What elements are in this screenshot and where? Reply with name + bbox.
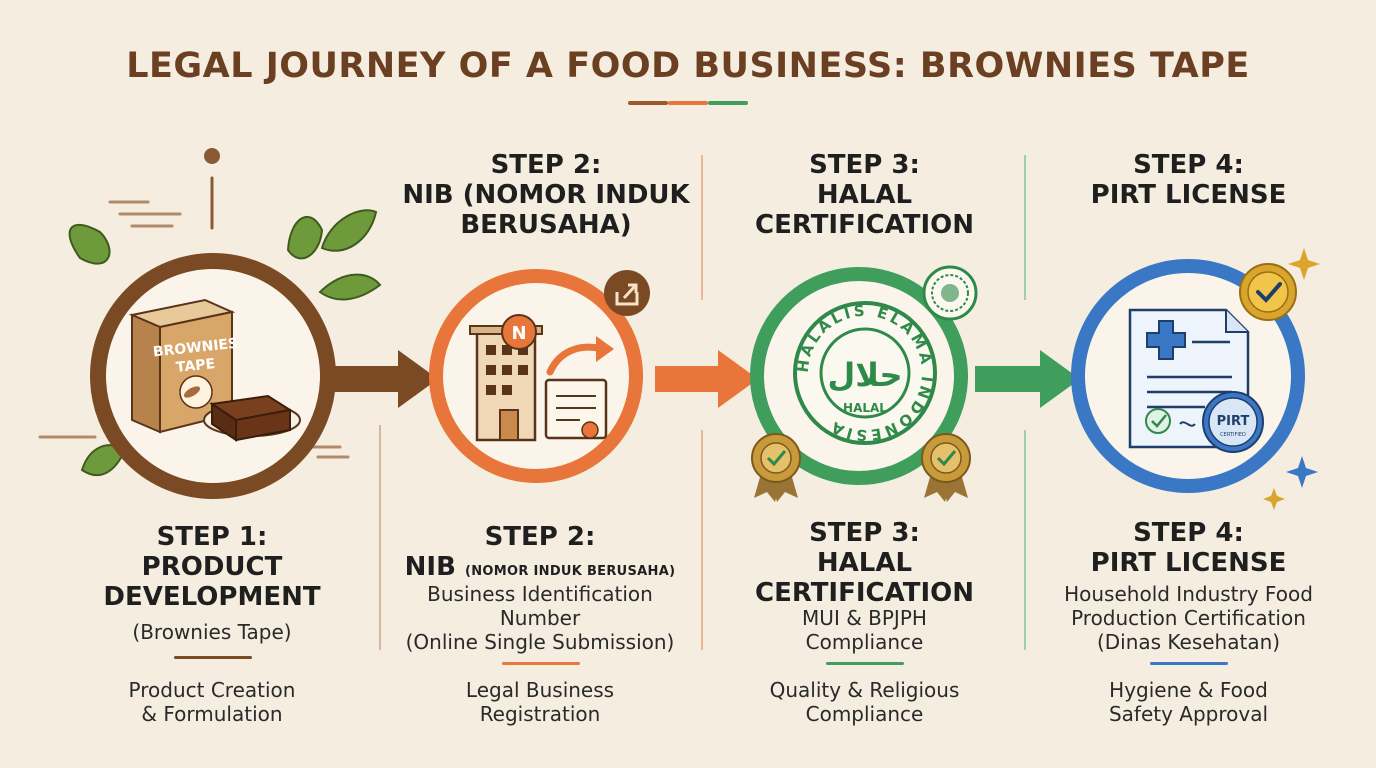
step4-heading: STEP 4: PIRT LICENSE: [1090, 518, 1287, 578]
step1-heading: STEP 1: PRODUCT DEVELOPMENT: [103, 522, 321, 612]
mui-stamp-icon: [922, 265, 978, 321]
seal-word-text: HALAL: [843, 401, 887, 415]
title-accent-orange: [668, 101, 708, 105]
step2-underline: [502, 662, 580, 665]
step4-sub: Household Industry Food Production Certi…: [1064, 582, 1313, 654]
nib-letter-text: N: [511, 323, 526, 344]
step4-description: Hygiene & Food Safety Approval: [1108, 678, 1269, 726]
pirt-text-text: PIRT: [1217, 414, 1250, 429]
pirt-small-text: CERTIFIED: [1220, 432, 1246, 438]
step4-underline: [1150, 662, 1228, 665]
office-building-icon: N: [469, 314, 614, 442]
sparkle-icon: [1263, 248, 1320, 510]
box-line-2-text: TAPE: [175, 356, 216, 376]
page-title: LEGAL JOURNEY OF A FOOD BUSINESS: BROWNI…: [126, 46, 1250, 86]
step2-top-heading: STEP 2: NIB (NOMOR INDUK BERUSAHA): [402, 150, 690, 240]
pirt-badge-icon: PIRT CERTIFIED: [1202, 391, 1264, 453]
sparkle-icon: [1286, 456, 1318, 488]
step3-underline: [826, 662, 904, 665]
step3-sub: MUI & BPJPH Compliance: [802, 606, 927, 654]
step3-heading: STEP 3: HALAL CERTIFICATION: [755, 518, 974, 608]
award-ribbon-icon: [921, 433, 971, 502]
title-accent-green: [708, 101, 748, 105]
arrow-step2-to-3: [655, 350, 758, 408]
step1-sub: (Brownies Tape): [132, 620, 292, 644]
step2-heading: STEP 2: NIB (NOMOR INDUK BERUSAHA): [390, 522, 690, 587]
step1-underline: [174, 656, 252, 659]
upload-icon: [615, 283, 639, 306]
title-accent-brown: [628, 101, 668, 105]
arrow-step3-to-4: [975, 350, 1080, 408]
step1-description: Product Creation & Formulation: [128, 678, 296, 726]
award-ribbon-icon: [751, 433, 801, 502]
step4-top-heading: STEP 4: PIRT LICENSE: [1090, 150, 1287, 210]
step2-description: Legal Business Registration: [465, 678, 615, 726]
step3-description: Quality & Religious Compliance: [769, 678, 960, 726]
halal-seal-icon: HALALIS ELAMA INDONESIA حلال HALAL: [793, 301, 937, 445]
step1-decorations: [38, 148, 382, 477]
nib-line: NIB (NOMOR INDUK BERUSAHA): [404, 552, 676, 582]
arrow-step1-to-2: [335, 350, 438, 408]
step2-sub: Business Identification Number (Online S…: [405, 582, 675, 654]
step3-top-heading: STEP 3: HALAL CERTIFICATION: [755, 150, 974, 240]
seal-arabic-text: حلال: [827, 356, 902, 394]
gold-check-badge-icon: [1239, 263, 1297, 321]
brownies-box-icon: BROWNIES TAPE: [128, 298, 301, 442]
